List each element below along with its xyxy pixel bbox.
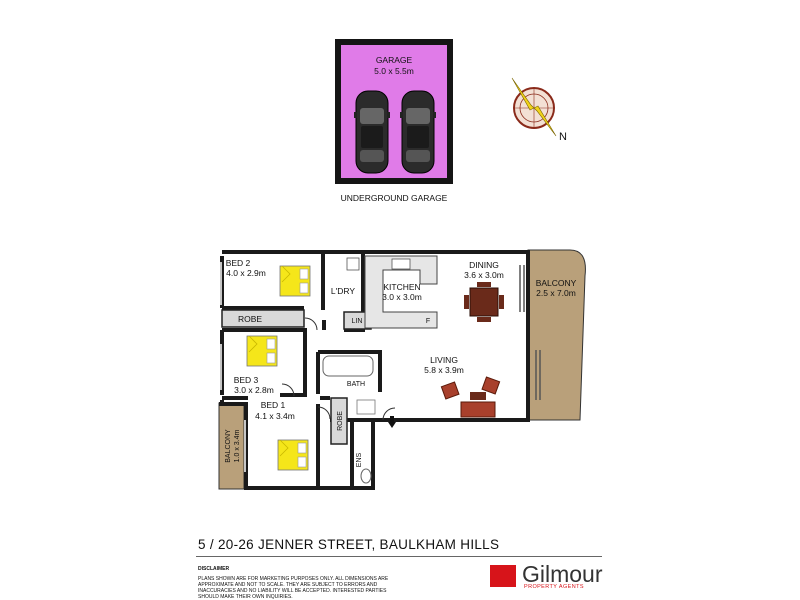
room-dims-bed2: 4.0 x 2.9m xyxy=(226,268,266,278)
bed-icon xyxy=(279,265,311,297)
room-label-bed3: BED 3 xyxy=(234,375,259,385)
disclaimer-text: PLANS SHOWN ARE FOR MARKETING PURPOSES O… xyxy=(198,576,389,600)
room-label-living: LIVING xyxy=(430,355,458,365)
garage-dims: 5.0 x 5.5m xyxy=(374,66,414,76)
room-dims-bed1: 4.1 x 3.4m xyxy=(255,411,295,421)
dining-table-icon xyxy=(464,282,504,322)
room-dims-living: 5.8 x 3.9m xyxy=(424,365,464,375)
room-label-bath: BATH xyxy=(347,381,365,388)
property-address: 5 / 20-26 JENNER STREET, BAULKHAM HILLS xyxy=(198,537,500,552)
bed-icon xyxy=(277,439,309,471)
room-dims-balcony-right: 2.5 x 7.0m xyxy=(536,288,576,298)
compass-north-label: N xyxy=(559,131,567,143)
room-dims-kitchen: 3.0 x 3.0m xyxy=(382,292,422,302)
room-label-fridge: F xyxy=(426,318,430,325)
brand-logo-icon xyxy=(490,565,516,587)
room-label-ldry: L'DRY xyxy=(331,286,355,296)
car-icon xyxy=(353,90,391,174)
car-icon xyxy=(399,90,437,174)
disclaimer-title: DISCLAIMER xyxy=(198,566,230,572)
room-label-balcony-left: BALCONY xyxy=(225,429,232,463)
room-dims-dining: 3.6 x 3.0m xyxy=(464,270,504,280)
sofa-icon xyxy=(440,376,501,418)
room-label-ens: ENS xyxy=(356,452,363,467)
garage-label: GARAGE xyxy=(376,55,413,65)
room-label-kitchen: KITCHEN xyxy=(383,282,420,292)
balcony-right-area xyxy=(527,249,586,421)
room-label-bed2: BED 2 xyxy=(226,258,251,268)
garage-caption: UNDERGROUND GARAGE xyxy=(341,193,448,203)
room-label-lin: LIN xyxy=(352,318,363,325)
brand-tagline: PROPERTY AGENTS xyxy=(524,584,584,590)
bed-icon xyxy=(246,335,278,367)
brand-name: Gilmour xyxy=(522,561,603,587)
room-label-robe-side: ROBE xyxy=(337,411,344,431)
room-label-bed1: BED 1 xyxy=(261,400,286,410)
room-dims-balcony-left: 1.0 x 3.4m xyxy=(234,429,241,462)
room-label-balcony-right: BALCONY xyxy=(536,278,577,288)
room-dims-bed3: 3.0 x 2.8m xyxy=(234,385,274,395)
footer-divider xyxy=(196,556,602,557)
entry-arrow-icon xyxy=(388,416,396,428)
room-label-dining: DINING xyxy=(469,260,499,270)
garage: GARAGE 5.0 x 5.5m xyxy=(335,39,453,184)
compass-icon xyxy=(511,77,557,137)
room-label-robe-top: ROBE xyxy=(238,314,262,324)
apartment-walls xyxy=(219,250,541,490)
